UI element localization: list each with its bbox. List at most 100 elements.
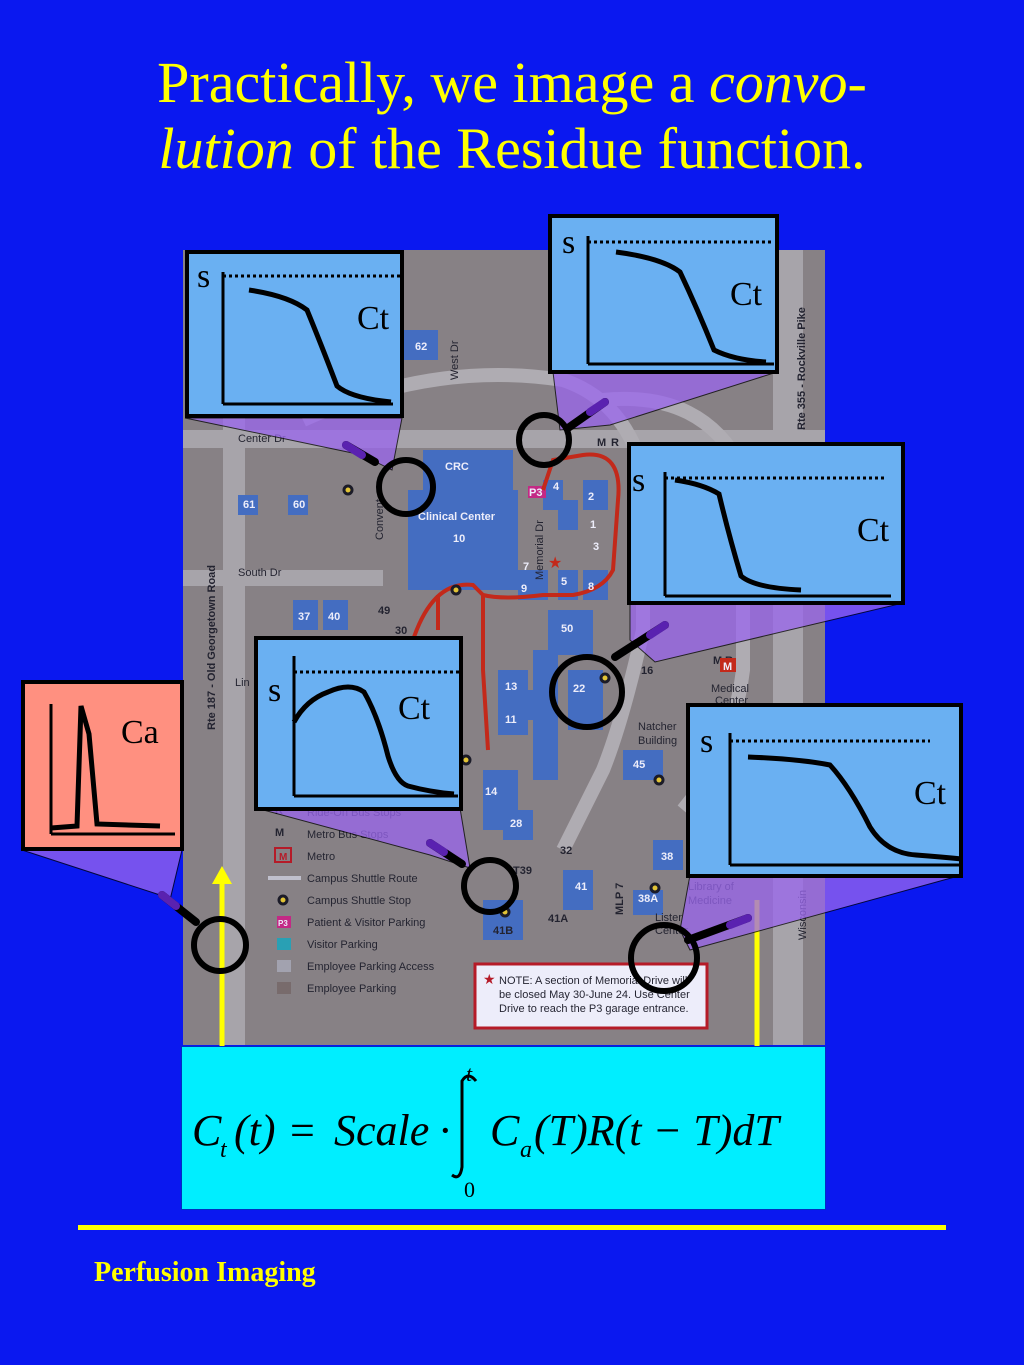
svg-text:41B: 41B bbox=[493, 925, 513, 937]
svg-text:Lister: Lister bbox=[655, 912, 682, 924]
eq-equals: = bbox=[290, 1106, 315, 1155]
svg-text:Drive to reach the P3 garage e: Drive to reach the P3 garage entrance. bbox=[499, 1003, 689, 1015]
svg-text:30: 30 bbox=[395, 625, 407, 637]
svg-text:P3: P3 bbox=[529, 487, 542, 499]
svg-text:62: 62 bbox=[415, 341, 427, 353]
svg-text:Clinical Center: Clinical Center bbox=[418, 511, 496, 523]
svg-text:Campus Shuttle Stop: Campus Shuttle Stop bbox=[307, 895, 411, 907]
ct-panel-4: s Ct bbox=[254, 636, 463, 811]
svg-text:Campus Shuttle Route: Campus Shuttle Route bbox=[307, 873, 418, 885]
eq-open: (t) bbox=[234, 1106, 276, 1155]
ca-label: Ca bbox=[121, 714, 159, 751]
svg-text:M: M bbox=[597, 437, 606, 449]
ct-curve-5 bbox=[728, 733, 963, 867]
ct-panel-2: s Ct bbox=[548, 214, 779, 374]
ct-curve-3 bbox=[663, 472, 891, 598]
svg-text:Medical: Medical bbox=[711, 683, 749, 695]
ct-panel-1: s Ct bbox=[185, 250, 404, 418]
svg-text:1: 1 bbox=[590, 519, 596, 531]
svg-text:61: 61 bbox=[243, 499, 255, 511]
eq-ca: C bbox=[490, 1106, 520, 1155]
svg-text:50: 50 bbox=[561, 623, 573, 635]
title-italic-1: convo- bbox=[709, 50, 867, 115]
ca-curve bbox=[49, 704, 175, 836]
svg-text:38: 38 bbox=[661, 851, 673, 863]
svg-text:37: 37 bbox=[298, 611, 310, 623]
eq-ct: C bbox=[192, 1106, 222, 1155]
svg-text:7: 7 bbox=[523, 561, 529, 573]
svg-text:45: 45 bbox=[633, 759, 645, 771]
ct2-label: Ct bbox=[730, 276, 763, 313]
ct1-label: Ct bbox=[357, 300, 390, 337]
eq-a-sub: a bbox=[520, 1137, 532, 1163]
svg-text:40: 40 bbox=[328, 611, 340, 623]
svg-text:★: ★ bbox=[483, 973, 496, 988]
eq-dot: · bbox=[438, 1106, 453, 1155]
ct1-s-label: s bbox=[197, 258, 211, 295]
ct3-label: Ct bbox=[857, 512, 890, 549]
ca-panel: Ca bbox=[21, 680, 184, 851]
svg-text:4: 4 bbox=[553, 481, 560, 493]
svg-text:32: 32 bbox=[560, 845, 572, 857]
svg-text:3: 3 bbox=[593, 541, 599, 553]
integral-sign bbox=[451, 1074, 478, 1179]
ct-panel-3: s Ct bbox=[627, 442, 905, 605]
ct2-s-label: s bbox=[562, 224, 576, 261]
ct-curve-2 bbox=[586, 236, 774, 366]
eq-lower: 0 bbox=[464, 1177, 475, 1202]
svg-text:13: 13 bbox=[505, 681, 517, 693]
svg-text:MLP 7: MLP 7 bbox=[614, 883, 626, 915]
svg-text:2: 2 bbox=[588, 491, 594, 503]
svg-text:CRC: CRC bbox=[445, 461, 469, 473]
svg-text:Employee Parking Access: Employee Parking Access bbox=[307, 961, 435, 973]
title-part1: Practically, we image a bbox=[157, 50, 709, 115]
ct4-s-label: s bbox=[268, 672, 282, 709]
svg-text:Employee Parking: Employee Parking bbox=[307, 983, 396, 995]
svg-text:Rte 355 - Rockville Pike: Rte 355 - Rockville Pike bbox=[796, 307, 808, 430]
title-italic-2: lution bbox=[158, 116, 294, 181]
svg-text:Natcher: Natcher bbox=[638, 721, 677, 733]
svg-text:Building: Building bbox=[638, 735, 677, 747]
ct4-label: Ct bbox=[398, 690, 431, 727]
slide-title: Practically, we image a convo- lution of… bbox=[0, 50, 1024, 182]
eq-upper: t bbox=[466, 1061, 473, 1086]
svg-text:West Dr: West Dr bbox=[449, 340, 461, 380]
svg-text:41: 41 bbox=[575, 881, 587, 893]
ct5-s-label: s bbox=[700, 723, 714, 760]
equation-graphic: C t (t) = Scale · t 0 C a (T)R(t − T)dT bbox=[192, 1061, 782, 1202]
ct-curve-4 bbox=[291, 656, 463, 798]
svg-text:South Dr: South Dr bbox=[238, 567, 282, 579]
svg-text:38A: 38A bbox=[638, 893, 658, 905]
svg-text:Visitor Parking: Visitor Parking bbox=[307, 939, 378, 951]
footer-divider bbox=[78, 1225, 946, 1230]
svg-text:Patient & Visitor Parking: Patient & Visitor Parking bbox=[307, 917, 425, 929]
ct3-s-label: s bbox=[632, 462, 646, 499]
eq-scale: Scale bbox=[334, 1106, 429, 1155]
svg-text:14: 14 bbox=[485, 786, 498, 798]
svg-text:9: 9 bbox=[521, 583, 527, 595]
svg-text:49: 49 bbox=[378, 605, 390, 617]
svg-text:11: 11 bbox=[505, 714, 517, 726]
footer-label: Perfusion Imaging bbox=[94, 1257, 316, 1288]
ct-curve-1 bbox=[221, 272, 403, 406]
svg-text:41A: 41A bbox=[548, 913, 568, 925]
eq-t-sub: t bbox=[220, 1137, 228, 1163]
svg-text:10: 10 bbox=[453, 533, 465, 545]
eq-rest: (T)R(t − T)dT bbox=[534, 1106, 782, 1155]
svg-text:Rte 187 - Old Georgetown Road: Rte 187 - Old Georgetown Road bbox=[206, 565, 218, 730]
title-part4: of the Residue function. bbox=[293, 116, 866, 181]
svg-text:M: M bbox=[723, 661, 732, 673]
svg-text:28: 28 bbox=[510, 818, 522, 830]
svg-text:★: ★ bbox=[548, 555, 562, 572]
svg-text:Memorial Dr: Memorial Dr bbox=[534, 520, 546, 580]
svg-text:P3: P3 bbox=[278, 919, 288, 928]
svg-text:R: R bbox=[611, 437, 619, 449]
svg-text:Lin: Lin bbox=[235, 677, 250, 689]
convolution-equation: C t (t) = Scale · t 0 C a (T)R(t − T)dT bbox=[181, 1046, 826, 1210]
ct-panel-5: s Ct bbox=[686, 703, 963, 878]
svg-text:5: 5 bbox=[561, 576, 567, 588]
svg-text:8: 8 bbox=[588, 581, 594, 593]
svg-text:60: 60 bbox=[293, 499, 305, 511]
ct5-label: Ct bbox=[914, 775, 947, 812]
svg-text:16: 16 bbox=[641, 665, 653, 677]
